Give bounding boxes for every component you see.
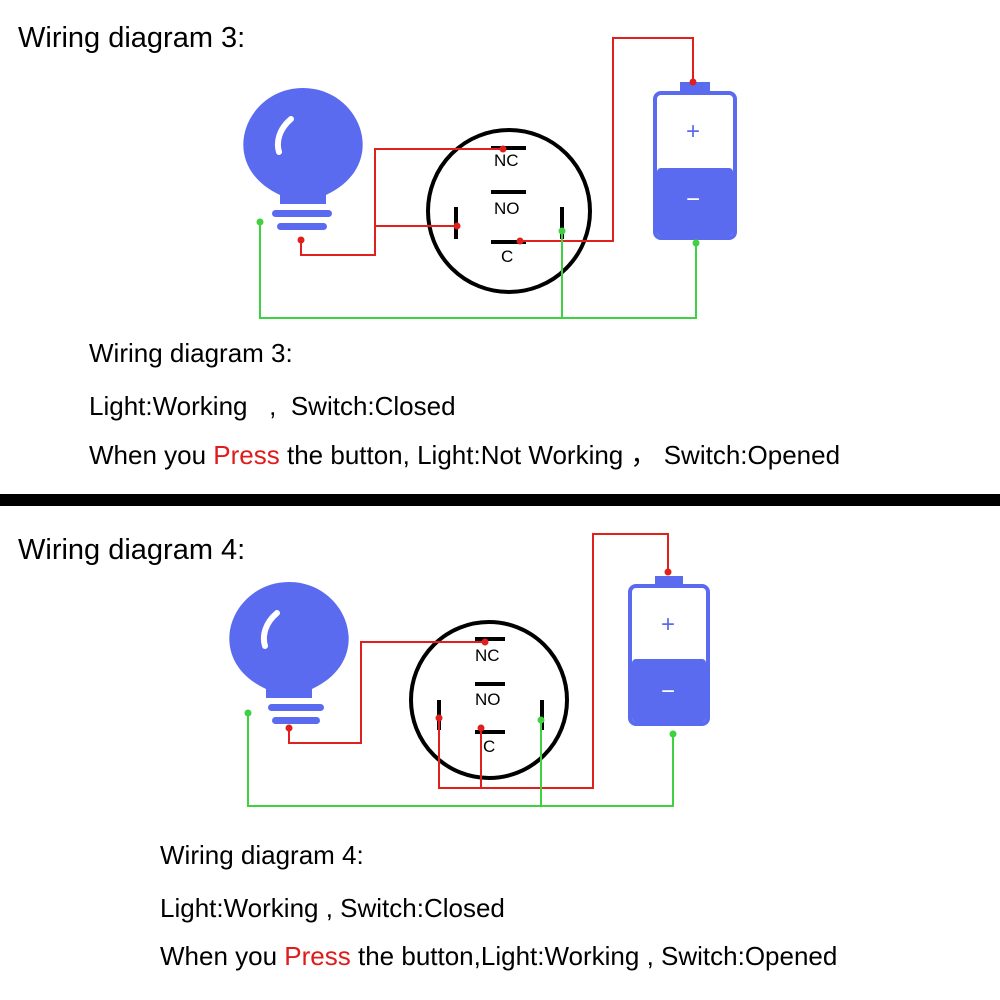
c-label: C <box>483 737 495 756</box>
nc-terminal <box>475 637 505 641</box>
green-wires <box>259 222 697 319</box>
right-terminal <box>560 207 564 239</box>
right-terminal <box>540 700 544 730</box>
red-wires <box>300 37 694 256</box>
description-title: Wiring diagram 4: <box>160 840 364 870</box>
c-terminal <box>491 240 526 244</box>
green-wires <box>247 713 674 807</box>
no-label: NO <box>494 199 520 218</box>
bulb-icon <box>243 88 363 230</box>
wiring-diagram-4: NC NO C + − <box>229 533 710 807</box>
battery-plus: + <box>686 118 700 145</box>
press-word: Press <box>213 440 280 470</box>
press-line-end: the button,Light:Working , Switch:Opened <box>350 941 838 971</box>
red-wires <box>288 533 669 789</box>
press-word: Press <box>284 941 351 971</box>
battery-icon: + − <box>628 576 710 726</box>
press-line-start: When you <box>89 440 214 470</box>
section-divider <box>0 494 1000 506</box>
battery-plus: + <box>661 611 675 638</box>
no-terminal <box>475 682 505 686</box>
nc-terminal <box>491 146 526 150</box>
battery-minus: − <box>686 186 700 213</box>
nc-label: NC <box>494 151 519 170</box>
no-terminal <box>491 190 526 194</box>
wiring-diagram-4-panel: NC NO C + − <box>0 506 1000 1000</box>
switch-icon: NC NO C <box>409 620 569 780</box>
connection-dots <box>256 78 700 247</box>
press-line: When you Press the button,Light:Working … <box>160 943 837 969</box>
panel-heading: Wiring diagram 3: <box>18 22 246 54</box>
press-line-start: When you <box>160 941 285 971</box>
switch-icon: NC NO C <box>426 128 592 294</box>
no-label: NO <box>475 690 501 709</box>
press-line: When you Press the button, Light:Not Wor… <box>89 442 840 468</box>
wiring-diagram-3: NC NO C + − <box>243 37 737 319</box>
state-line: Light:Working , Switch:Closed <box>160 893 505 923</box>
nc-label: NC <box>475 646 500 665</box>
state-line: Light:Working , Switch:Closed <box>89 391 456 421</box>
bulb-icon <box>229 582 349 724</box>
press-line-end: the button, Light:Not Working ， Switch:O… <box>279 440 841 470</box>
description-title: Wiring diagram 3: <box>89 338 293 368</box>
c-terminal <box>475 730 505 734</box>
battery-minus: − <box>661 678 675 705</box>
battery-icon: + − <box>653 82 737 240</box>
c-label: C <box>501 247 513 266</box>
wiring-diagram-3-panel: NC NO C + − <box>0 0 1000 494</box>
panel-heading: Wiring diagram 4: <box>18 534 246 566</box>
connection-dots <box>244 568 677 738</box>
